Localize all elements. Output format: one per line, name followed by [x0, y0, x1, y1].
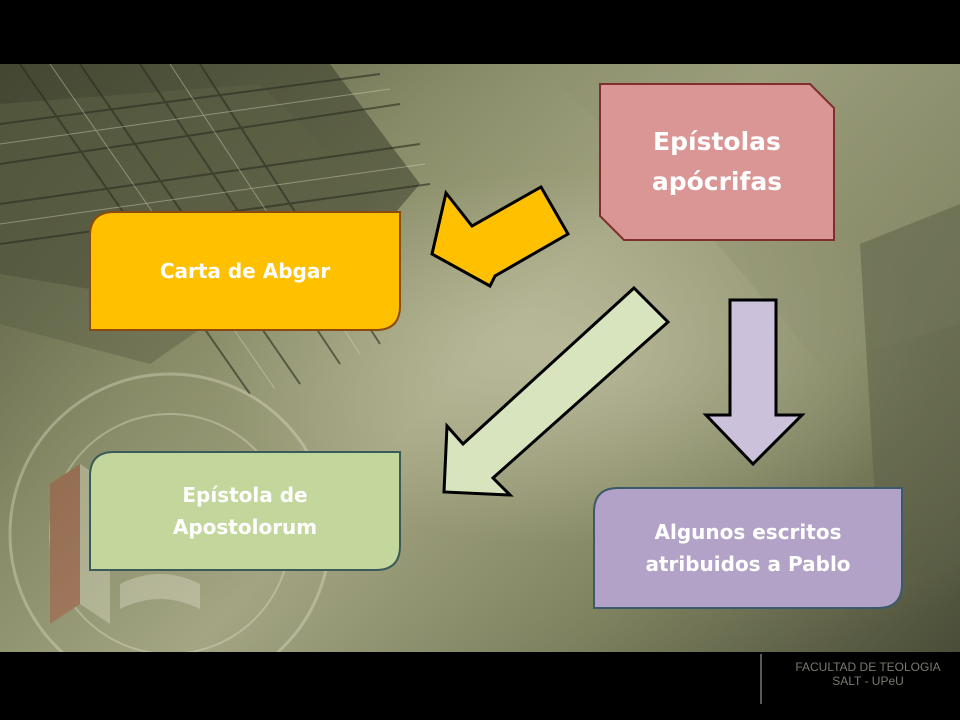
node-epistolas-apocrifas-shape	[599, 83, 835, 241]
node-algunos-escritos-pablo-shape	[593, 487, 903, 609]
node-algunos-escritos-pablo-label: Algunos escritos atribuidos a Pablo	[645, 520, 851, 576]
top-black-bar	[0, 0, 960, 64]
arrow-to-epistola-apostolorum	[442, 285, 671, 497]
footer-divider	[760, 654, 762, 704]
node-carta-de-abgar-shape	[89, 211, 401, 331]
node-epistola-apostolorum-shape	[89, 451, 401, 571]
node-epistolas-apocrifas-label: Epístolas apócrifas	[651, 127, 783, 196]
node-epistola-apostolorum-label: Epístola de Apostolorum	[172, 483, 318, 539]
arrow-to-carta-de-abgar	[430, 184, 571, 289]
arrow-to-algunos-escritos-pablo	[702, 298, 806, 467]
footer-faculty-text: FACULTAD DE TEOLOGIA SALT - UPeU	[795, 660, 941, 688]
node-carta-de-abgar-label: Carta de Abgar	[159, 259, 331, 283]
bottom-black-bar	[0, 652, 960, 720]
